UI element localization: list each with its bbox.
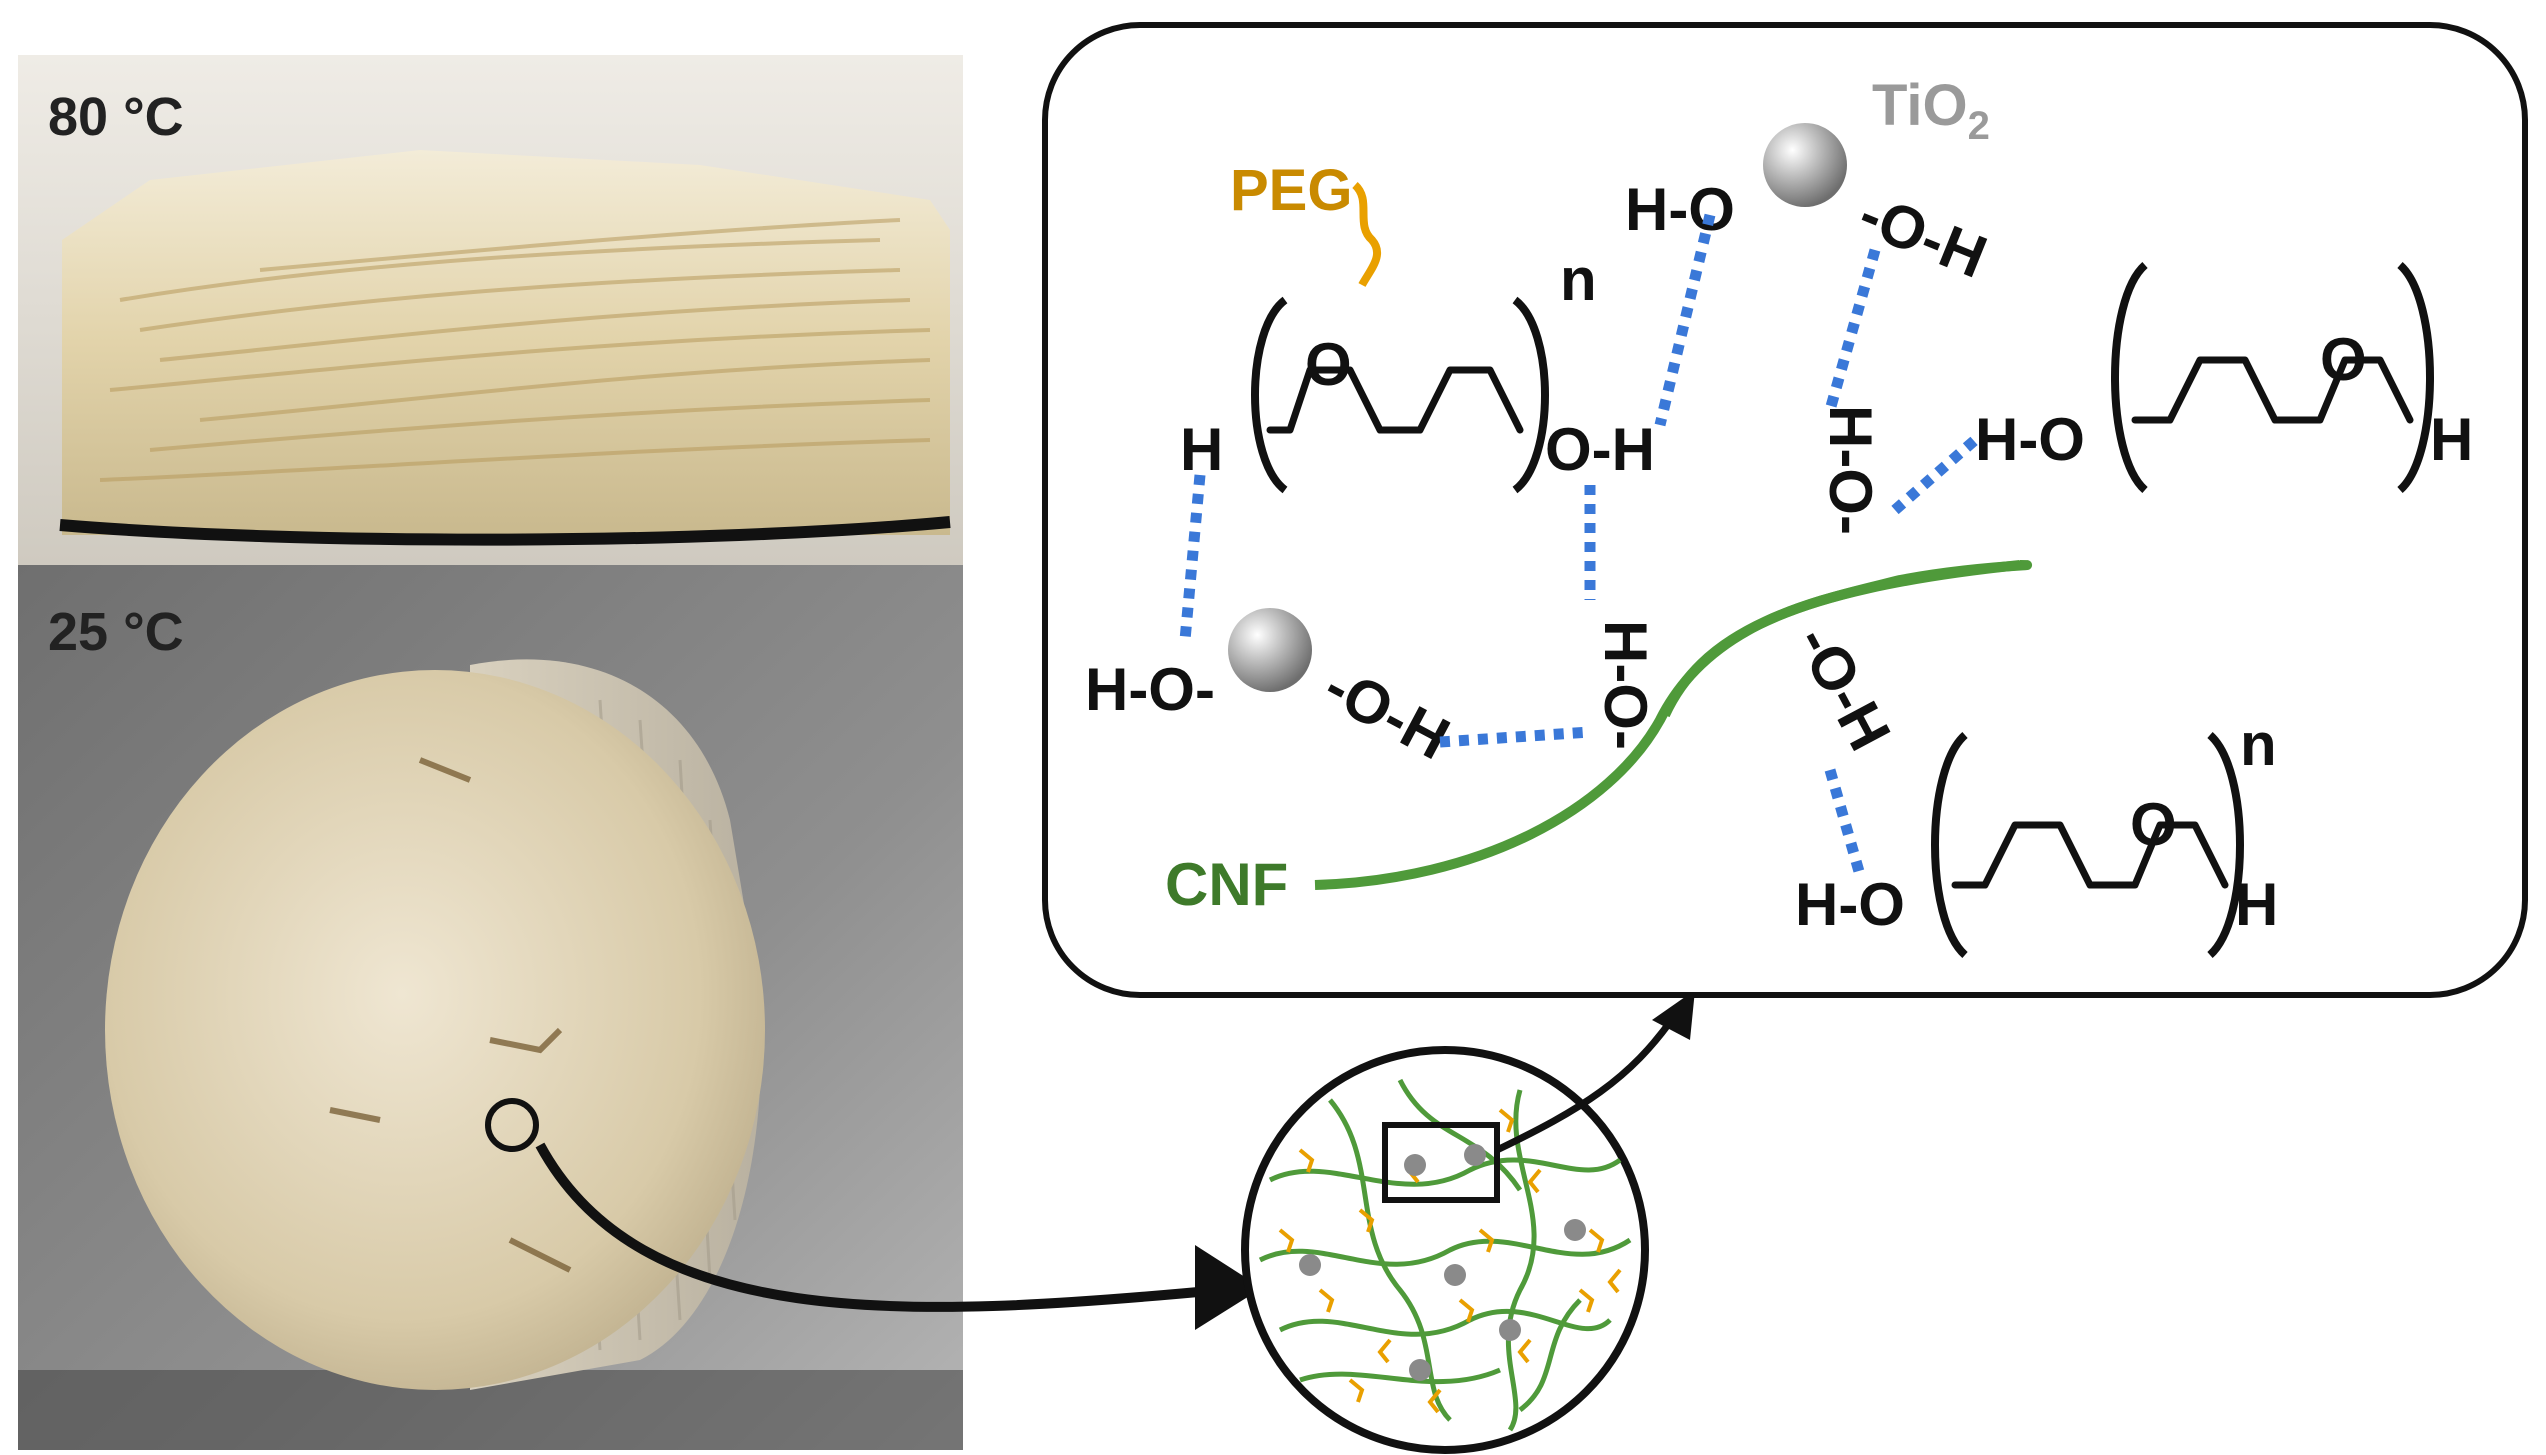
hbond-6 [1439,726,1591,748]
hbond-1 [1179,474,1206,641]
sample-spot-marker [485,1098,539,1152]
peg-right-oxygen: O [2320,326,2367,393]
peg-right-bracket-close [2397,261,2434,494]
chemistry-panel: PEG TiO2 CNF H-O -O-H H-O- -O-H H O n O-… [1042,22,2528,998]
cnf-hydroxyl-1: H-O- [1592,620,1659,750]
peg-unit-right: H-O O H [1975,261,2473,494]
peg-left-oh: O-H [1545,416,1655,483]
photo-25c: 25 °C [18,565,963,1450]
tio2-bottom-left-hydroxyl: H-O- [1085,656,1215,723]
tio2-top-left-hydroxyl: H-O [1625,176,1735,243]
zoom-arrow-secondary-head [1652,990,1695,1040]
peg-bottom-h: H [2235,871,2278,938]
zoom-arrow-main-head [1195,1245,1262,1330]
peg-right-h: H [2430,406,2473,473]
zoom-region-box [1382,1122,1500,1203]
tio2-particles-network [1299,1144,1586,1381]
photo-80c: 80 °C [18,55,963,565]
temperature-label-25c: 25 °C [48,602,184,662]
peg-left-h: H [1180,416,1223,483]
surface-cracks-25c [329,757,572,1273]
peg-left-backbone [1266,366,1524,434]
peg-bottom-bracket-close [2207,731,2244,959]
cnf-fiber-upper [1660,560,2021,718]
peg-unit-bottom: H-O O n H [1795,711,2278,959]
peg-right-ho: H-O [1975,406,2085,473]
peg-bottom-bracket-open [1931,731,1968,959]
cnf-label: CNF [1165,851,1288,918]
peg-unit-left: H O n O-H [1180,246,1655,494]
temperature-label-80c: 80 °C [48,87,184,147]
hbond-4 [1824,248,1881,412]
tio2-particle-bottom [1228,608,1312,692]
tio2-particle-top [1763,123,1847,207]
peg-bottom-oxygen: O [2130,791,2177,858]
sample-face-25c [105,670,765,1390]
peg-left-n: n [1560,246,1597,313]
peg-right-backbone [2131,356,2414,424]
peg-left-oxygen: O [1305,331,1352,398]
hbond-3 [1654,213,1716,427]
sample-base-80c [59,516,951,546]
zoom-arrow-secondary [1495,1013,1678,1154]
hydrogen-bonds [1179,213,1979,877]
chemistry-panel-frame [1042,22,2528,998]
peg-bottom-ho: H-O [1795,871,1905,938]
peg-bottom-n: n [2240,711,2277,778]
peg-left-bracket-open [1251,296,1288,494]
peg-bottom-backbone [1951,821,2229,889]
tio2-label: TiO2 [1872,73,1990,148]
fiber-texture-80c [99,218,931,482]
cnf-hydroxyl-2: H-O- [1817,405,1884,535]
peg-right-bracket-open [2111,261,2148,494]
peg-legend-icon [1351,182,1382,287]
peg-left-bracket-close [1512,296,1549,494]
peg-label: PEG [1230,158,1353,223]
zoom-arrow-main [535,1142,1221,1312]
microstructure-circle [1241,1046,1649,1454]
